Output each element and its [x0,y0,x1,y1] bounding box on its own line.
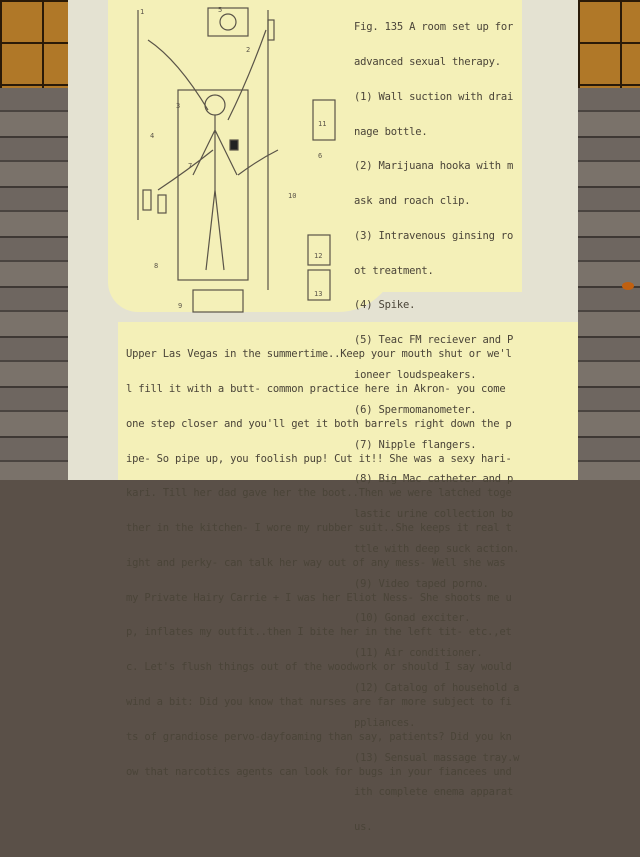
wall-tiles-right [578,0,640,88]
caption-line: (8) Big Mac catheter and p [354,473,514,486]
caption-line: (3) Intravenous ginsing ro [354,229,514,242]
wall-tiles-left [0,0,68,88]
caption-line: nage bottle. [354,125,428,138]
caption-line: (6) Spermomanometer. [354,403,477,416]
body-line: wind a bit: Did you know that nurses are… [126,696,512,708]
diagram-label: 1 [140,8,144,16]
wood-floor-left [0,88,68,480]
body-line: l fill it with a butt- common practice h… [126,382,506,395]
diagram-label: 8 [154,262,158,270]
body-line: ight and perky- can talk her way out of … [126,556,506,569]
body-line: ts of grandiose pervo-dayfoaming than sa… [126,730,512,743]
body-line: ow that narcotics agents can look for bu… [126,765,512,778]
caption-line: advanced sexual therapy. [354,55,501,68]
diagram-highlight [108,0,398,312]
body-highlight [118,322,578,480]
body-line: p, inflates my outfit..then I bite her i… [126,626,512,639]
body-line: one step closer and you'll get it both b… [126,417,512,430]
diagram-label: 11 [318,120,326,128]
diagram-label: 9 [178,302,182,310]
caption-line: (2) Marijuana hooka with m [354,160,514,173]
caption-highlight [352,0,522,292]
body-text: Upper Las Vegas in the summertime..Keep … [126,326,512,801]
body-line: kari. Till her dad gave her the boot..Th… [126,487,512,500]
caption-line: us. [354,821,373,834]
caption-line: Fig. 135 A room set up for [354,21,514,34]
diagram-label: 12 [314,252,322,260]
caption-line: ioneer loudspeakers. [354,369,477,381]
caption-line: ask and roach clip. [354,195,471,208]
body-line: my Private Hairy Carrie + I was her Elio… [126,591,512,604]
caption-line: (4) Spike. [354,299,416,312]
diagram-label: 13 [314,290,322,298]
caption-line: (7) Nipple flangers. [354,438,477,451]
caption-line: (1) Wall suction with drai [354,90,514,103]
caption-line: ot treatment. [354,264,434,277]
body-line: ipe- So pipe up, you foolish pup! Cut it… [126,452,512,465]
diagram-label: 4 [150,132,154,140]
diagram-label: 5 [218,6,222,14]
caption-line: (5) Teac FM reciever and P [354,334,514,347]
body-line: Upper Las Vegas in the summertime..Keep … [126,348,512,361]
diagram-label: 6 [318,152,322,160]
diagram-label: 3 [176,102,180,110]
door-knob[interactable] [622,282,634,290]
diagram-label: 10 [288,192,296,200]
body-line: ther in the kitchen- I wore my rubber su… [126,522,512,535]
diagram-label: 2 [246,46,250,54]
diagram-label: 7 [188,162,192,170]
body-line: c. Let's flush things out of the woodwor… [126,661,512,674]
